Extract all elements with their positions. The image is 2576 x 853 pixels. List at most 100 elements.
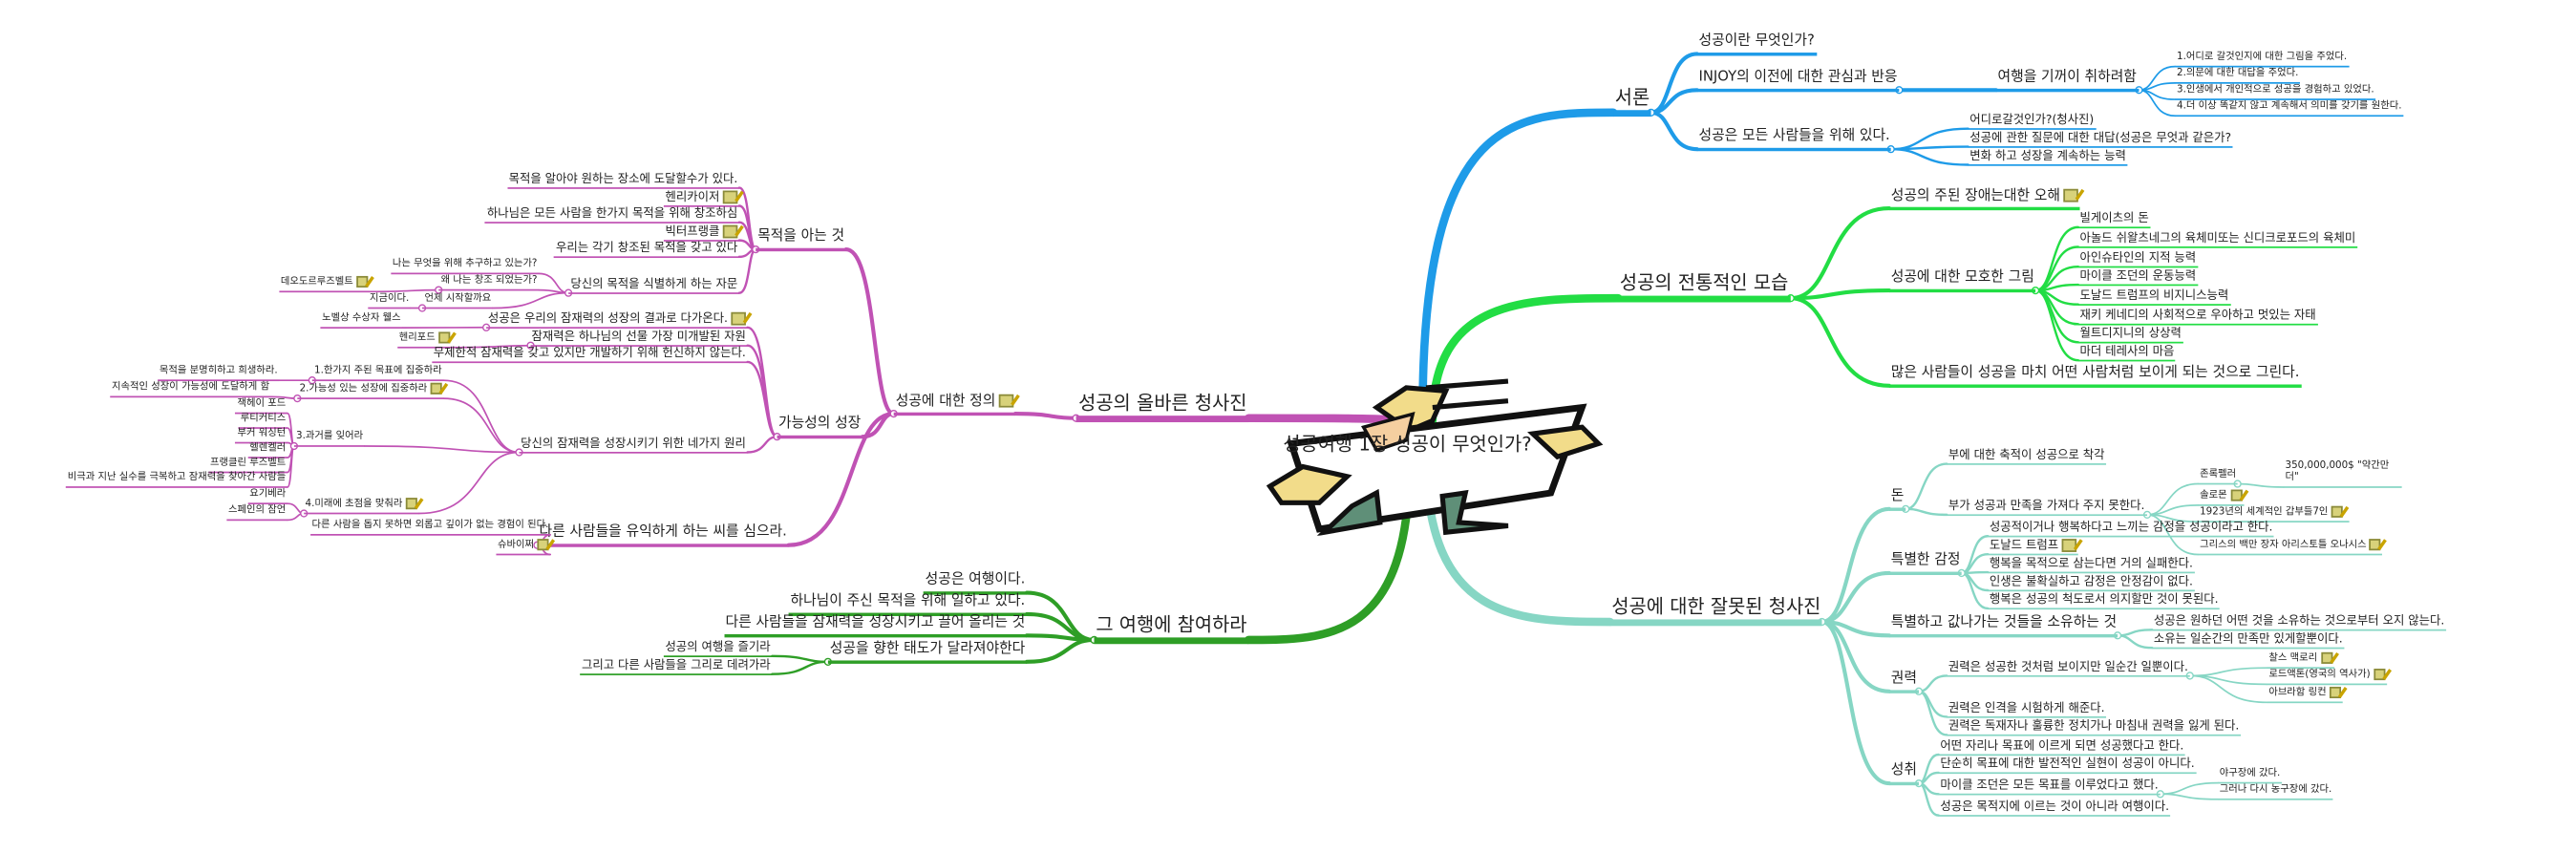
leaf-topic[interactable]: 월트디지니의 상상력	[2078, 327, 2183, 344]
subtopic[interactable]: 여행을 기꺼이 취하려함	[1996, 71, 2139, 92]
leaf-topic[interactable]: 지속적인 성장이 가능성에 도달하게 함	[110, 383, 270, 397]
note-icon[interactable]	[406, 498, 417, 509]
leaf-topic[interactable]: 비극과 지난 실수를 극복하고 잠재력을 찾아간 사람들	[66, 473, 287, 487]
leaf-topic[interactable]: 마더 테레사의 마음	[2078, 345, 2176, 362]
subtopic[interactable]: 성공에 대한 모호한 그림	[1889, 271, 2036, 292]
note-icon[interactable]	[2330, 687, 2341, 698]
subtopic[interactable]: 당신의 잠재력을 성장시키기 위한 네가지 원리	[519, 437, 747, 455]
leaf-topic[interactable]: 1.어디로 갈것인지에 대한 그림을 주었다.	[2175, 53, 2349, 67]
leaf-topic[interactable]: 찰스 맥로리	[2267, 652, 2334, 669]
leaf-topic[interactable]: 부에 대한 축적이 성공으로 착각	[1947, 449, 2106, 466]
note-icon[interactable]	[999, 395, 1013, 408]
leaf-topic[interactable]: 야구장에 갔다.	[2218, 769, 2282, 783]
note-icon[interactable]	[431, 383, 442, 395]
subtopic[interactable]: 다른 사람들을 잠재력을 성장시키고 끌어 올리는 것	[724, 616, 1027, 637]
leaf-topic[interactable]: 성공적이거나 행복하다고 느끼는 감정을 성공이라고 한다.	[1988, 521, 2274, 538]
note-icon[interactable]	[723, 191, 737, 204]
leaf-topic[interactable]: 다른 사람을 돕지 못하면 외롭고 깊이가 없는 경험이 된다.	[310, 521, 550, 535]
leaf-topic[interactable]: 단순히 목표에 대한 발전적인 실현이 성공이 아니다.	[1939, 757, 2197, 775]
leaf-topic[interactable]: 목적을 분명히하고 희생하라.	[158, 367, 279, 381]
leaf-topic[interactable]: 2.의문에 대한 대답을 주었다.	[2175, 69, 2300, 83]
leaf-topic[interactable]: 데오도르루즈벨트	[279, 276, 370, 292]
leaf-topic[interactable]: 도날드 트럼프	[1988, 539, 2078, 556]
subtopic[interactable]: 언제 시작할까요	[423, 294, 493, 309]
subtopic[interactable]: 권력은 성공한 것처럼 보이지만 일순간 일뿐이다.	[1947, 660, 2190, 677]
leaf-topic[interactable]: 아브라함 링컨	[2267, 687, 2343, 703]
leaf-topic[interactable]: 성공에 관한 질문에 대한 대답(성공은 무엇과 같은가?	[1969, 132, 2233, 149]
leaf-topic[interactable]: 노벨상 수상자 웰스	[320, 314, 402, 329]
leaf-topic[interactable]: 그리스의 백만 장자 아리스토틀 오나시스	[2198, 539, 2382, 555]
subtopic[interactable]: 다른 사람들을 유익하게 하는 씨를 심으라.	[538, 525, 789, 546]
topic-right-blueprint[interactable]: 성공의 올바른 청사진	[1076, 393, 1248, 422]
subtopic[interactable]: 마이클 조던은 모든 목표를 이루었다고 했다.	[1939, 778, 2161, 796]
central-topic[interactable]: 성공여행 1장 성공이 무엇인가?	[1283, 431, 1531, 458]
leaf-topic[interactable]: 인생은 불확실하고 감정은 안정감이 없다.	[1988, 575, 2194, 592]
subtopic[interactable]: 많은 사람들이 성공을 마치 어떤 사람처럼 보이게 되는 것으로 그린다.	[1889, 367, 2301, 388]
subtopic[interactable]: 성공의 주된 장애는대한 오해	[1889, 189, 2080, 211]
leaf-topic[interactable]: 아놀드 쉬왈츠네그의 육체미또는 신디크로포드의 육체미	[2078, 232, 2357, 249]
leaf-topic[interactable]: 아인슈타인의 지적 능력	[2078, 251, 2198, 268]
subtopic[interactable]: 4.미래에 초점을 맞춰라	[304, 498, 419, 514]
leaf-topic[interactable]: 슈바이쩌	[496, 539, 550, 555]
leaf-topic[interactable]: 변화 하고 성장을 계속하는 능력	[1969, 150, 2128, 167]
subtopic[interactable]: 1.한가지 주된 목표에 집중하라	[312, 367, 443, 381]
subtopic[interactable]: INJOY의 이전에 대한 관심과 반응	[1697, 71, 1899, 92]
leaf-topic[interactable]: 어디로갈것인가?(청사진)	[1969, 114, 2096, 131]
leaf-topic[interactable]: 빌게이츠의 돈	[2078, 212, 2151, 229]
leaf-topic[interactable]: 우리는 각기 창조된 목적을 갖고 있다	[554, 242, 739, 259]
leaf-topic[interactable]: 성공은 원하던 어떤 것을 소유하는 것으로부터 오지 않는다.	[2152, 614, 2446, 631]
note-icon[interactable]	[2321, 652, 2332, 664]
subtopic[interactable]: 성공이란 무엇인가?	[1697, 34, 1817, 55]
leaf-topic[interactable]: 행복은 성공의 척도로서 의지할만 것이 못된다.	[1988, 593, 2220, 610]
subtopic[interactable]: 하나님이 주신 목적을 위해 일하고 있다.	[789, 595, 1027, 616]
note-icon[interactable]	[2374, 669, 2385, 680]
leaf-topic[interactable]: 그리고 다른 사람들을 그리로 데려가라	[580, 659, 772, 676]
note-icon[interactable]	[723, 225, 737, 239]
leaf-topic[interactable]: 지금이다.	[368, 294, 411, 309]
note-icon[interactable]	[438, 331, 450, 343]
leaf-topic[interactable]: 마이클 조던의 운동능력	[2078, 269, 2198, 287]
leaf-topic[interactable]: 하나님은 모든 사람을 한가지 목적을 위해 창조하심	[485, 207, 739, 224]
subtopic[interactable]: 당신의 목적을 식별하게 하는 자문	[569, 278, 739, 295]
leaf-topic[interactable]: 4.더 이상 똑같지 않고 계속해서 의미를 갖기를 원한다.	[2175, 102, 2403, 117]
leaf-topic[interactable]: 그러나 다시 농구장에 갔다.	[2218, 785, 2333, 800]
leaf-topic[interactable]: 로드액톤(영국의 역사가)	[2267, 669, 2387, 685]
leaf-topic[interactable]: 존록펠러	[2198, 470, 2237, 484]
note-icon[interactable]	[731, 312, 745, 326]
subtopic[interactable]: 가능성의 성장	[777, 417, 862, 438]
subtopic[interactable]: 성공에 대한 정의	[894, 395, 1015, 416]
note-icon[interactable]	[2370, 539, 2381, 550]
leaf-topic[interactable]: 행복을 목적으로 삼는다면 거의 실패한다.	[1988, 557, 2194, 574]
subtopic[interactable]: 목적을 아는 것	[756, 230, 845, 251]
note-icon[interactable]	[2062, 539, 2076, 552]
subtopic[interactable]: 특별한 감정	[1889, 554, 1962, 575]
subtopic[interactable]: 성공은 우리의 잠재력의 성장의 결과로 다가온다.	[486, 312, 747, 330]
leaf-topic[interactable]: 권력은 인격을 시험하게 해준다.	[1947, 701, 2106, 718]
leaf-topic[interactable]: 요기베라	[248, 490, 287, 504]
leaf-topic[interactable]: 권력은 독재자나 훌륭한 정치가나 마침내 권력을 잃게 된다.	[1947, 719, 2241, 736]
leaf-topic[interactable]: 재키 케네디의 사회적으로 우아하고 멋있는 자태	[2078, 309, 2318, 326]
topic-wrong-blueprint[interactable]: 성공에 대한 잘못된 청사진	[1610, 596, 1822, 626]
leaf-topic[interactable]: 어떤 자리나 목표에 이르게 되면 성공했다고 한다.	[1939, 739, 2185, 757]
note-icon[interactable]	[2230, 490, 2242, 501]
subtopic[interactable]: 권력	[1889, 672, 1919, 693]
note-icon[interactable]	[2331, 506, 2343, 518]
subtopic[interactable]: 특별하고 값나가는 것들을 소유하는 것	[1889, 616, 2118, 637]
leaf-topic[interactable]: 무제한적 잠재력을 갖고 있지만 개발하기 위해 헌신하지 않는다.	[432, 347, 748, 364]
topic-join-journey[interactable]: 그 여행에 참여하라	[1095, 614, 1249, 644]
subtopic[interactable]: 성공은 모든 사람들을 위해 있다.	[1697, 130, 1892, 151]
leaf-topic[interactable]: 목적을 알아야 원하는 장소에 도달할수가 있다.	[507, 173, 739, 190]
subtopic[interactable]: 3.과거를 잊어라	[294, 432, 365, 446]
topic-intro[interactable]: 서론	[1613, 87, 1651, 117]
leaf-topic[interactable]: 스페인의 잠언	[226, 506, 287, 521]
note-icon[interactable]	[537, 539, 548, 550]
subtopic[interactable]: 성공을 향한 태도가 달라져야한다	[828, 643, 1027, 664]
note-icon[interactable]	[356, 276, 368, 288]
leaf-topic[interactable]: 3.인생에서 개인적으로 성공을 경험하고 있었다.	[2175, 85, 2375, 99]
leaf-topic[interactable]: 350,000,000$ "약간만 더"	[2284, 461, 2402, 487]
subtopic[interactable]: 성취	[1889, 764, 1919, 785]
subtopic[interactable]: 2.가능성 있는 성장에 집중하라	[298, 383, 444, 399]
leaf-topic[interactable]: 성공의 여행을 즐기라	[664, 641, 773, 658]
note-icon[interactable]	[2063, 189, 2077, 203]
leaf-topic[interactable]: 성공은 목적지에 이르는 것이 아니라 여행이다.	[1939, 800, 2171, 818]
